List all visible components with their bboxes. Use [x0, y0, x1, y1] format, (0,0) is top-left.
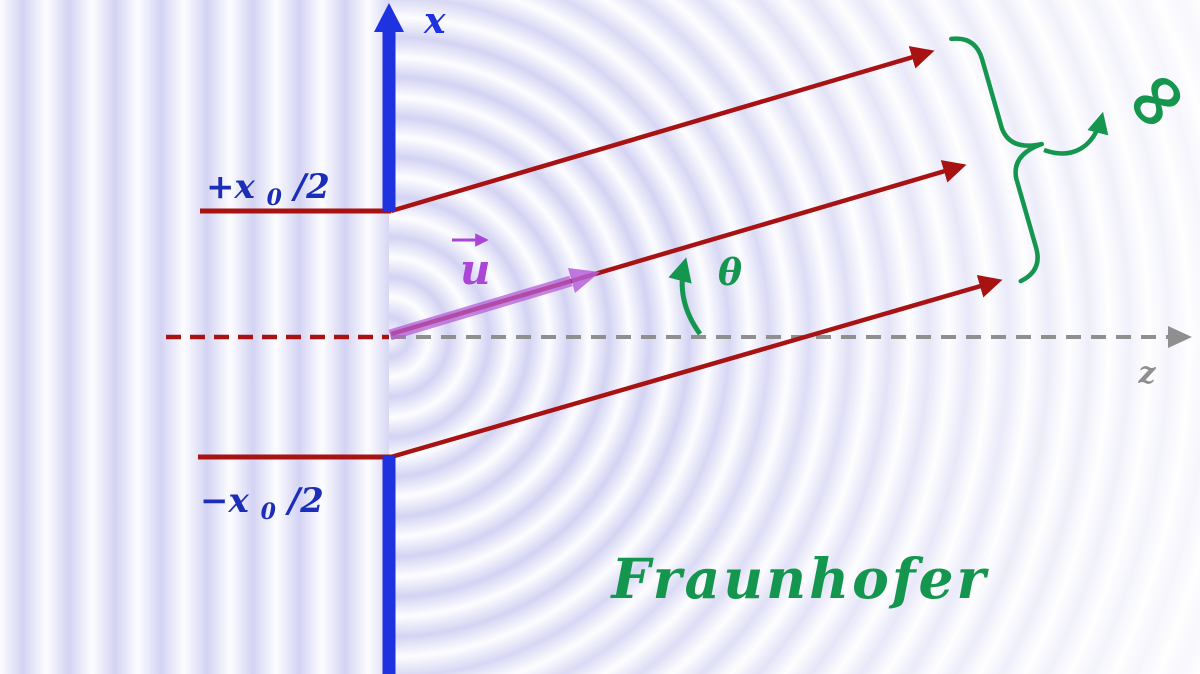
- slit-top-label-sub: 0: [267, 185, 283, 211]
- ray-top: [390, 46, 935, 214]
- slit-bottom-label-suffix: /2: [285, 481, 324, 521]
- slit-bottom-label: −x 0 /2: [200, 481, 324, 528]
- slit-top-label-main: +x: [206, 167, 255, 207]
- slit-top-label-suffix: /2: [291, 167, 330, 207]
- angle-arc-arrow: [668, 257, 703, 336]
- x-axis-arrowhead-icon: [374, 3, 404, 32]
- rays-brace: [949, 36, 1045, 284]
- z-axis-label: z: [1137, 356, 1156, 391]
- ray-bottom: [390, 274, 1003, 460]
- slit-bottom-label-main: −x: [200, 481, 249, 521]
- slit-bottom-label-sub: 0: [261, 499, 277, 525]
- slit-top-label: +x 0 /2: [206, 167, 330, 214]
- wave-vector-arrowhead-icon: [568, 268, 600, 293]
- infinity-arrow: [1043, 111, 1109, 156]
- wave-vector-arrow: [388, 275, 573, 341]
- regime-label: Fraunhofer: [610, 546, 990, 611]
- wave-vector-label: u: [460, 245, 491, 294]
- z-axis-arrowhead-icon: [1168, 326, 1192, 348]
- x-axis-label: x: [423, 0, 446, 42]
- infinity-symbol: ∞: [1100, 44, 1200, 152]
- angle-label: θ: [718, 252, 742, 294]
